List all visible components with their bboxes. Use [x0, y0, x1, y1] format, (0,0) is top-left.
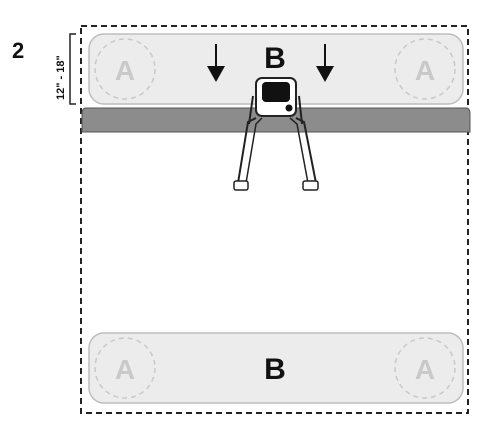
- bottom-left-circle-label: A: [115, 354, 135, 385]
- dimension-label: 12" - 18": [55, 55, 67, 100]
- top-zone-label: B: [264, 42, 286, 75]
- top-zone: A A B: [88, 33, 464, 105]
- bottom-right-circle-label: A: [415, 354, 435, 385]
- bottom-right-circle: [394, 337, 456, 399]
- area-boundary: [80, 25, 469, 414]
- dimension-bracket: [69, 33, 76, 105]
- bottom-left-circle: [94, 337, 156, 399]
- bottom-zone: A A B: [88, 332, 464, 404]
- top-right-circle: [394, 38, 456, 100]
- step-number: 2: [12, 38, 24, 63]
- surface-bar: [81, 107, 471, 133]
- top-right-circle-label: A: [415, 55, 435, 86]
- bottom-zone-label: B: [264, 353, 286, 386]
- top-left-circle-label: A: [115, 55, 135, 86]
- walker-icon: [233, 77, 319, 191]
- bottom-zone-panel: [88, 332, 464, 404]
- top-left-circle: [94, 38, 156, 100]
- down-arrow-icon: [316, 44, 334, 82]
- down-arrow-icon: [207, 44, 225, 82]
